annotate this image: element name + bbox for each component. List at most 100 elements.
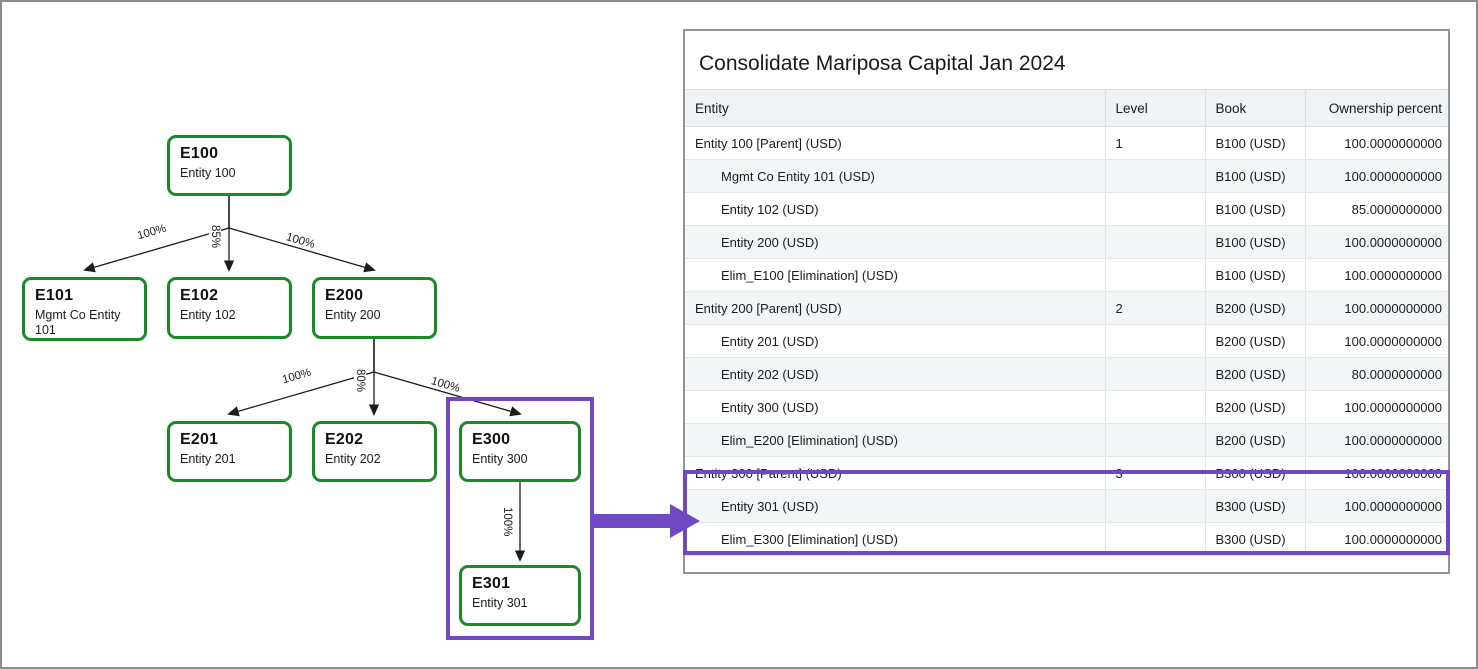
table-row[interactable]: Entity 300 (USD)B200 (USD)100.0000000000 (685, 390, 1448, 424)
entity-node-code: E201 (180, 431, 219, 448)
cell-entity: Entity 102 (USD) (685, 192, 1106, 226)
entity-node-name: Entity 201 (180, 452, 236, 466)
cell-ownership-percent: 100.0000000000 (1305, 522, 1448, 556)
entity-node-code: E102 (180, 287, 219, 304)
cell-entity: Entity 200 (USD) (685, 225, 1106, 259)
entity-node-name: Mgmt Co Entity 101 (35, 308, 121, 337)
cell-level (1105, 489, 1206, 523)
entity-node-code: E301 (472, 575, 511, 592)
entity-node-e200[interactable]: E200 Entity 200 (312, 277, 437, 339)
diagram-connectors (83, 196, 526, 562)
entity-node-name: Entity 202 (325, 452, 381, 466)
cell-book: B100 (USD) (1205, 258, 1306, 292)
entity-node-code: E101 (35, 287, 74, 304)
entity-node-name: Entity 300 (472, 452, 528, 466)
cell-level (1105, 192, 1206, 226)
cell-book: B100 (USD) (1205, 126, 1306, 160)
table-row[interactable]: Entity 102 (USD) B100 (USD)85.0000000000 (685, 192, 1448, 226)
cell-level (1105, 522, 1206, 556)
cell-ownership-percent: 100.0000000000 (1305, 423, 1448, 457)
entity-node-e300[interactable]: E300 Entity 300 (459, 421, 581, 482)
edge-label-e200-e202: 80% (354, 368, 366, 394)
entity-node-e101[interactable]: E101 Mgmt Co Entity 101 (22, 277, 147, 341)
cell-ownership-percent: 80.0000000000 (1305, 357, 1448, 391)
cell-ownership-percent: 85.0000000000 (1305, 192, 1448, 226)
table-header: Entity Level Book Ownership percent (685, 89, 1448, 127)
column-header-entity[interactable]: Entity (685, 89, 1106, 127)
cell-level: 2 (1105, 291, 1206, 325)
table-row[interactable]: Entity 201 (USD) B200 (USD)100.0000000000 (685, 324, 1448, 358)
entity-node-name: Entity 301 (472, 596, 528, 610)
entity-node-name: Entity 100 (180, 166, 236, 180)
cell-level: 3 (1105, 456, 1206, 490)
cell-book: B200 (USD) (1205, 291, 1306, 325)
cell-ownership-percent: 100.0000000000 (1305, 456, 1448, 490)
table-row[interactable]: Elim_E100 [Elimination] (USD) B100 (USD)1… (685, 258, 1448, 292)
entity-node-code: E202 (325, 431, 364, 448)
cell-entity: Entity 201 (USD) (685, 324, 1106, 358)
edge-label-e300-e301: 100% (501, 506, 513, 538)
table-row[interactable]: Entity 301 (USD)B300 (USD)100.0000000000 (685, 489, 1448, 523)
cell-entity: Entity 300 (USD) (685, 390, 1106, 424)
cell-ownership-percent: 100.0000000000 (1305, 390, 1448, 424)
cell-book: B200 (USD) (1205, 357, 1306, 391)
edge-label-e100-e102: 85% (209, 224, 221, 250)
cell-ownership-percent: 100.0000000000 (1305, 489, 1448, 523)
cell-book: B100 (USD) (1205, 192, 1306, 226)
cell-level (1105, 357, 1206, 391)
table-row[interactable]: Mgmt Co Entity 101 (USD) B100 (USD)100.00… (685, 159, 1448, 193)
cell-ownership-percent: 100.0000000000 (1305, 159, 1448, 193)
entity-node-code: E300 (472, 431, 511, 448)
cell-book: B300 (USD) (1205, 456, 1306, 490)
cell-entity: Entity 300 [Parent] (USD) (685, 456, 1106, 490)
cell-book: B300 (USD) (1205, 522, 1306, 556)
table-row[interactable]: Elim_E300 [Elimination] (USD) B300 (USD)1… (685, 522, 1448, 556)
cell-ownership-percent: 100.0000000000 (1305, 225, 1448, 259)
diagram-to-table-arrow (594, 504, 700, 538)
entity-node-code: E100 (180, 145, 219, 162)
cell-book: B100 (USD) (1205, 159, 1306, 193)
table-row[interactable]: Elim_E200 [Elimination] (USD) B200 (USD)1… (685, 423, 1448, 457)
cell-book: B200 (USD) (1205, 423, 1306, 457)
table-row[interactable]: Entity 202 (USD) B200 (USD)80.0000000000 (685, 357, 1448, 391)
cell-ownership-percent: 100.0000000000 (1305, 291, 1448, 325)
page-title: Consolidate Mariposa Capital Jan 2024 (699, 52, 1066, 75)
cell-level (1105, 423, 1206, 457)
cell-entity: Mgmt Co Entity 101 (USD) (685, 159, 1106, 193)
cell-level (1105, 225, 1206, 259)
entity-node-e201[interactable]: E201 Entity 201 (167, 421, 292, 482)
cell-ownership-percent: 100.0000000000 (1305, 126, 1448, 160)
cell-book: B300 (USD) (1205, 489, 1306, 523)
cell-ownership-percent: 100.0000000000 (1305, 324, 1448, 358)
cell-level: 1 (1105, 126, 1206, 160)
column-header-book[interactable]: Book (1205, 89, 1306, 127)
column-header-level[interactable]: Level (1105, 89, 1206, 127)
column-header-ownership-percent[interactable]: Ownership percent (1305, 89, 1448, 127)
cell-entity: Elim_E300 [Elimination] (USD) (685, 522, 1106, 556)
entity-node-name: Entity 200 (325, 308, 381, 322)
consolidation-table: Entity Level Book Ownership percent Enti… (685, 89, 1448, 556)
cell-entity: Entity 100 [Parent] (USD) (685, 126, 1106, 160)
entity-node-e100[interactable]: E100 Entity 100 (167, 135, 292, 196)
cell-entity: Entity 202 (USD) (685, 357, 1106, 391)
cell-book: B100 (USD) (1205, 225, 1306, 259)
cell-entity: Elim_E100 [Elimination] (USD) (685, 258, 1106, 292)
diagram-highlight-box (446, 397, 594, 640)
cell-entity: Elim_E200 [Elimination] (USD) (685, 423, 1106, 457)
entity-node-e301[interactable]: E301 Entity 301 (459, 565, 581, 626)
cell-level (1105, 159, 1206, 193)
cell-book: B200 (USD) (1205, 324, 1306, 358)
cell-ownership-percent: 100.0000000000 (1305, 258, 1448, 292)
cell-entity: Entity 200 [Parent] (USD) (685, 291, 1106, 325)
entity-node-e202[interactable]: E202 Entity 202 (312, 421, 437, 482)
table-row[interactable]: Entity 200 (USD) B100 (USD)100.0000000000 (685, 225, 1448, 259)
cell-level (1105, 324, 1206, 358)
entity-node-e102[interactable]: E102 Entity 102 (167, 277, 292, 339)
entity-node-code: E200 (325, 287, 364, 304)
consolidation-card: Consolidate Mariposa Capital Jan 2024 En… (683, 29, 1450, 574)
